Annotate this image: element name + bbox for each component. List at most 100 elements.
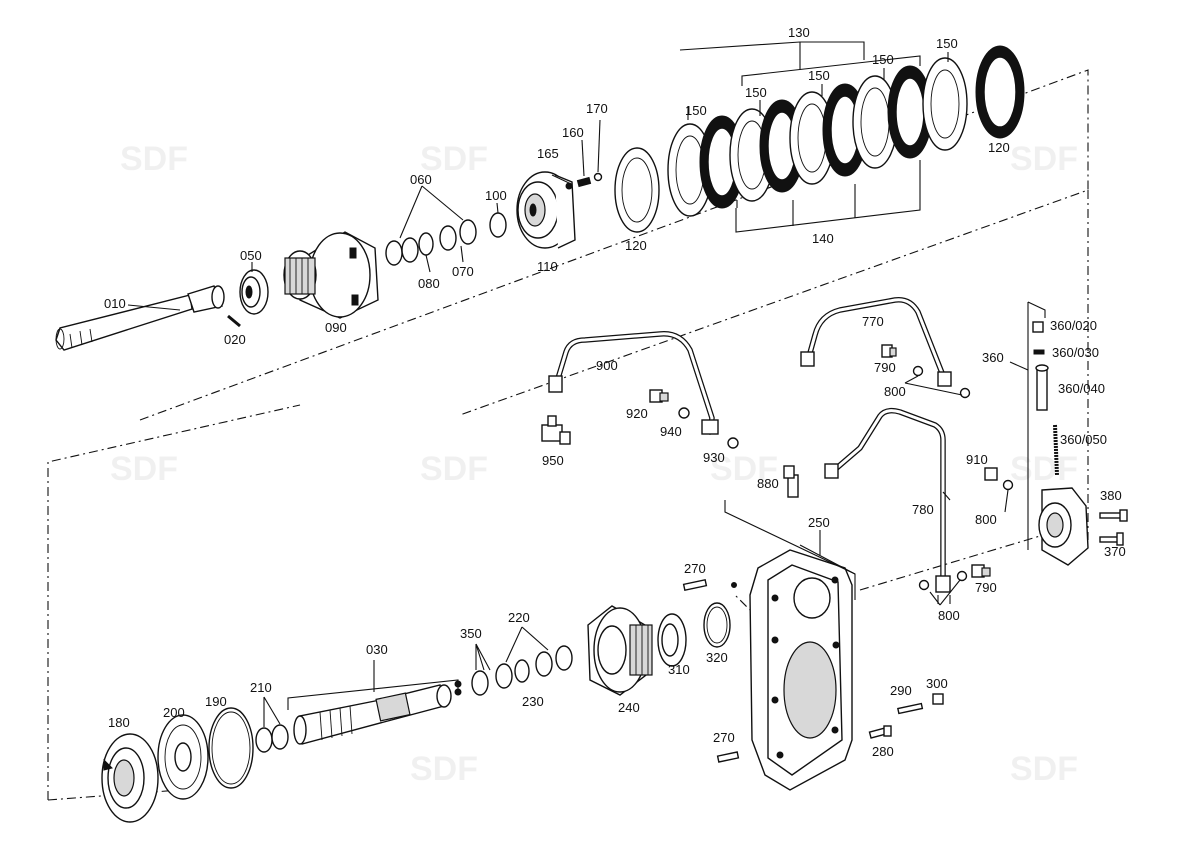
part-790-plug-top [881, 344, 897, 358]
part-270-pin-bottom [716, 751, 740, 763]
label-020: 020 [224, 332, 246, 347]
part-060-rings [385, 212, 507, 266]
label-790-top: 790 [874, 360, 896, 375]
part-270-pin-top [682, 578, 737, 592]
label-170: 170 [586, 101, 608, 116]
label-360-040: 360/040 [1058, 381, 1105, 396]
label-910: 910 [966, 452, 988, 467]
label-150-2: 150 [745, 85, 767, 100]
part-300-nut [932, 693, 944, 705]
part-050-bearing [239, 269, 269, 315]
label-360-030: 360/030 [1052, 345, 1099, 360]
label-230: 230 [522, 694, 544, 709]
label-110: 110 [537, 259, 558, 274]
clutch-pack [667, 57, 968, 217]
label-290: 290 [890, 683, 912, 698]
label-950: 950 [542, 453, 564, 468]
part-950-tee-fitting [541, 415, 571, 445]
label-800-top: 800 [884, 384, 906, 399]
watermark: SDF [420, 450, 488, 488]
watermark: SDF [120, 140, 188, 178]
label-160: 160 [562, 125, 584, 140]
label-250: 250 [808, 515, 830, 530]
part-090-carrier [283, 231, 379, 319]
label-030: 030 [366, 642, 388, 657]
label-360-050: 360/050 [1060, 432, 1107, 447]
label-780: 780 [912, 502, 934, 517]
label-800-bottom: 800 [938, 608, 960, 623]
part-180-cover [101, 733, 159, 823]
part-labels: 010 020 030 050 060 070 080 090 100 110 … [104, 25, 1126, 759]
label-070: 070 [452, 264, 474, 279]
part-010-shaft [55, 285, 225, 351]
part-165-ball [565, 182, 573, 190]
part-310-bearing [657, 613, 687, 667]
label-350: 350 [460, 626, 482, 641]
label-140: 140 [812, 231, 834, 246]
part-290-stud [897, 702, 924, 715]
part-360-bracket [1009, 301, 1046, 550]
label-050: 050 [240, 248, 262, 263]
label-920: 920 [626, 406, 648, 421]
label-880: 880 [757, 476, 779, 491]
label-900: 900 [596, 358, 618, 373]
part-780-pipe [824, 407, 951, 593]
label-270-top: 270 [684, 561, 706, 576]
label-370: 370 [1104, 544, 1126, 559]
label-200: 200 [163, 705, 185, 720]
part-380-bolt [1099, 509, 1128, 522]
label-800-middle: 800 [975, 512, 997, 527]
part-770-pipe [800, 297, 952, 387]
part-120-disc-left [614, 147, 660, 233]
part-900-pipe [548, 331, 719, 435]
part-190-o-ring [208, 707, 254, 789]
part-020-pin [227, 314, 241, 328]
watermark: SDF [420, 140, 488, 178]
label-360: 360 [982, 350, 1004, 365]
label-320: 320 [706, 650, 728, 665]
part-280-bolt [868, 725, 892, 739]
label-790-bottom: 790 [975, 580, 997, 595]
part-800-seal-b [1002, 479, 1014, 491]
label-010: 010 [104, 296, 126, 311]
label-300: 300 [926, 676, 948, 691]
part-880-fitting [783, 465, 799, 498]
part-250-housing [749, 549, 853, 791]
lower-leaders [263, 375, 1009, 727]
part-240-planet-gear [587, 605, 653, 696]
label-270-bottom: 270 [713, 730, 735, 745]
label-310: 310 [668, 662, 690, 677]
upper-leaders [127, 41, 949, 311]
label-165: 165 [537, 146, 559, 161]
label-240: 240 [618, 700, 640, 715]
watermark: SDF [710, 450, 778, 488]
part-800-seal-a [912, 365, 971, 399]
part-320-ring [703, 602, 731, 648]
watermark: SDF [410, 750, 478, 788]
label-060: 060 [410, 172, 432, 187]
label-280: 280 [872, 744, 894, 759]
label-150-3: 150 [808, 68, 830, 83]
part-160-spring [576, 176, 592, 188]
part-920-plug [649, 389, 669, 403]
label-180: 180 [108, 715, 130, 730]
label-150-1: 150 [685, 103, 707, 118]
label-380: 380 [1100, 488, 1122, 503]
label-150-5: 150 [936, 36, 958, 51]
part-030-shaft [293, 684, 452, 745]
part-220-rings [471, 645, 573, 696]
part-930-seal [727, 437, 739, 449]
label-120-right: 120 [988, 140, 1010, 155]
part-210-rings [255, 724, 289, 753]
part-370-bolt [1099, 532, 1124, 546]
label-120-left: 120 [625, 238, 647, 253]
watermark: SDF [1010, 750, 1078, 788]
watermark: SDF [1010, 140, 1078, 178]
watermark: SDF [1010, 450, 1078, 488]
label-930: 930 [703, 450, 725, 465]
part-120-disc-right [975, 45, 1025, 139]
label-770: 770 [862, 314, 884, 329]
label-210: 210 [250, 680, 272, 695]
label-090: 090 [325, 320, 347, 335]
